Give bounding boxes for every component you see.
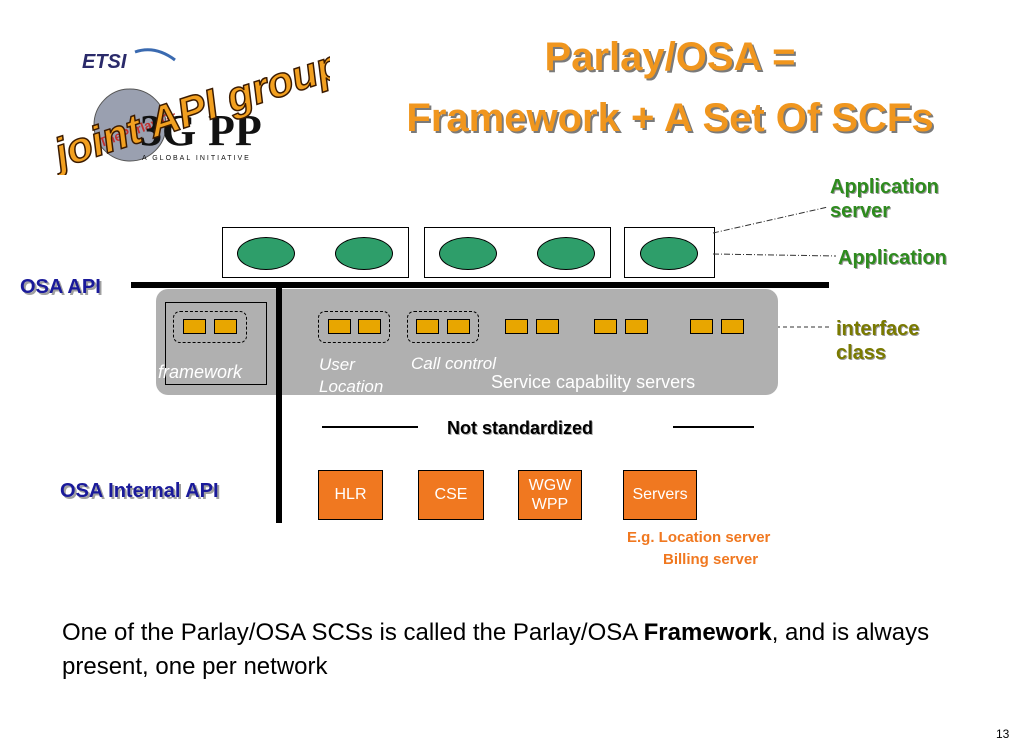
interface-square (328, 319, 351, 334)
osa-vertical-line (276, 287, 282, 523)
interface-square (358, 319, 381, 334)
application-ellipse (335, 237, 393, 270)
server-box-cse: CSE (418, 470, 484, 520)
server-label: CSE (434, 486, 468, 504)
svg-text:ETSI: ETSI (82, 51, 127, 73)
interface-square (416, 319, 439, 334)
application-ellipse (640, 237, 698, 270)
application-box-1 (222, 227, 409, 278)
servers-note-line-2: Billing server (663, 551, 759, 568)
server-label: HLR (334, 486, 367, 504)
server-label: Servers (632, 486, 688, 504)
server-label: WGW WPP (528, 476, 572, 513)
user-location-label: User Location (319, 355, 384, 397)
osa-internal-api-label: OSA Internal API (60, 480, 219, 502)
application-ellipse (237, 237, 295, 270)
user-location-interface-group (318, 311, 390, 343)
interface-square (505, 319, 528, 334)
application-box-3 (624, 227, 715, 278)
not-standardized-line-right (673, 426, 754, 428)
caption: One of the Parlay/OSA SCSs is called the… (62, 616, 1002, 683)
server-box-hlr: HLR (318, 470, 383, 520)
not-standardized-label: Not standardized (447, 418, 594, 438)
logo-graphic: TheParlay Gr ETSI 3G PP A GLOBAL INITIAT… (43, 39, 349, 179)
framework-box (165, 302, 267, 385)
svg-text:PP: PP (208, 106, 262, 155)
framework-interface-group (173, 311, 247, 343)
framework-label: framework (158, 362, 243, 382)
interface-square (594, 319, 617, 334)
application-server-label: Application server (830, 176, 939, 222)
interface-square (536, 319, 559, 334)
interface-square (721, 319, 744, 334)
title-line-2: Framework + A Set Of SCFs (406, 96, 934, 140)
caption-text-end: , and is always present, one per network (62, 619, 930, 680)
logo: TheParlay Gr ETSI 3G PP A GLOBAL INITIAT… (40, 39, 349, 179)
application-ellipse (537, 237, 595, 270)
interface-square (625, 319, 648, 334)
interface-class-label: interface class (836, 318, 920, 364)
caption-text: One of the Parlay/OSA SCSs is called the… (62, 619, 644, 646)
server-box-wgw: WGW WPP (518, 470, 582, 520)
interface-square (690, 319, 713, 334)
server-box-servers: Servers (623, 470, 697, 520)
title-line-1: Parlay/OSA = (544, 35, 796, 79)
call-control-interface-group (407, 311, 479, 343)
not-standardized-line-left (322, 426, 418, 428)
osa-api-label: OSA API (20, 276, 101, 298)
scs-label: Service capability servers (491, 372, 696, 392)
application-box-2 (424, 227, 611, 278)
svg-text:A GLOBAL INITIATIVE: A GLOBAL INITIATIVE (142, 155, 251, 162)
servers-note-line-1: E.g. Location server (627, 529, 771, 546)
caption-bold: Framework (643, 619, 772, 646)
interface-square (447, 319, 470, 334)
application-label: Application (838, 247, 947, 269)
osa-api-line (131, 282, 829, 288)
svg-text:3G: 3G (140, 106, 196, 155)
interface-square (183, 319, 206, 334)
page-number: 13 (996, 727, 1010, 741)
application-ellipse (439, 237, 497, 270)
call-control-label: Call control (411, 354, 497, 373)
interface-square (214, 319, 237, 334)
